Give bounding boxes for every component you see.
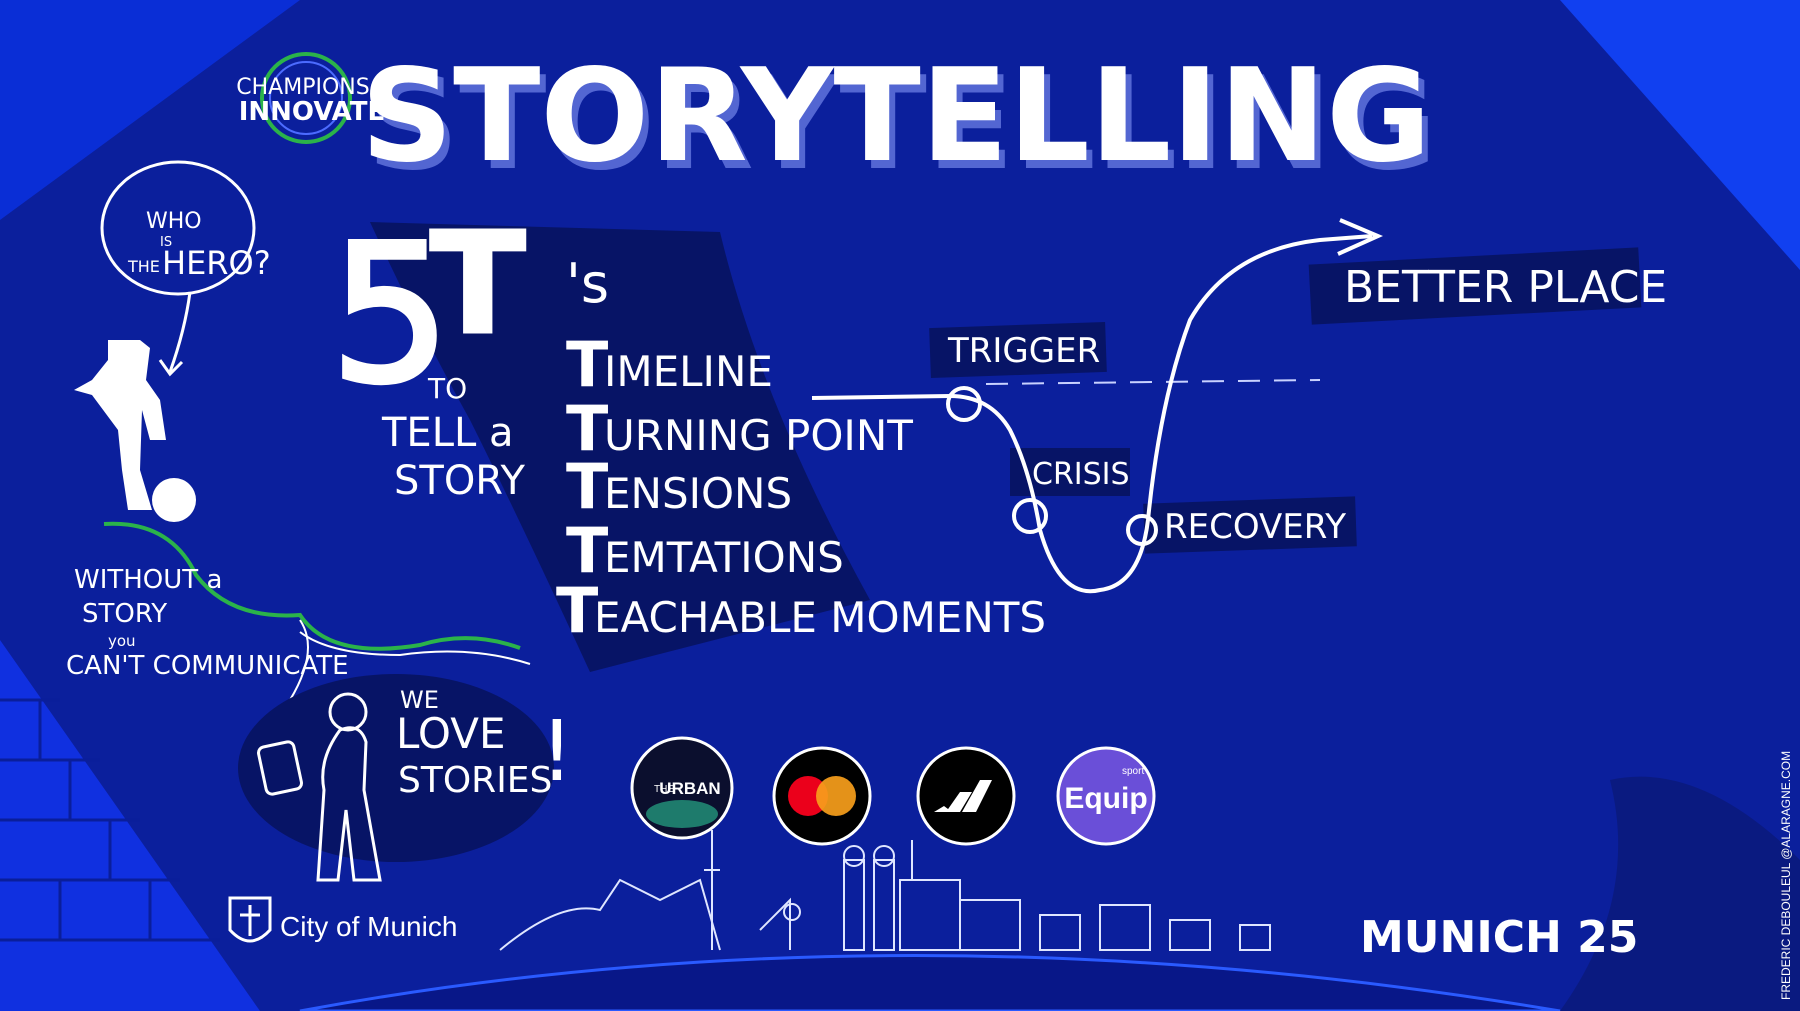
list-item-timeline: T IMELINE — [566, 328, 773, 401]
recovery-node — [1126, 514, 1158, 546]
item-initial: T — [556, 574, 598, 647]
love-line-3: STORIES — [398, 760, 552, 801]
corner-shape-top-right — [1560, 0, 1800, 270]
big-t: T — [430, 203, 526, 366]
bubble-the: THE — [127, 257, 160, 276]
equip-label: Equip — [1064, 782, 1147, 815]
item-initial: T — [566, 328, 608, 401]
item-label: EMTATIONS — [604, 533, 844, 582]
trigger-label-bg — [929, 321, 1107, 379]
munich-25-logo: MUNICH 25 — [1360, 912, 1638, 963]
munich-skyline — [499, 830, 1271, 951]
bubble-who: WHO — [146, 209, 202, 234]
t-suffix: 's — [566, 252, 609, 315]
item-label: EACHABLE MOMENTS — [594, 593, 1046, 642]
tell-to: TO — [427, 372, 467, 405]
city-of-munich-logo: City of Munich — [228, 896, 457, 943]
story-arc: TRIGGER CRISIS RECOVERY BETTER PLACE — [811, 218, 1667, 594]
badge-line-2: INNOVATE — [239, 97, 386, 127]
item-initial: T — [566, 514, 608, 587]
big-5: 5 — [330, 204, 451, 425]
page-title: STORYTELLING — [361, 42, 1431, 191]
love-line-1: WE — [400, 686, 439, 714]
list-item-teachable-moments: T EACHABLE MOMENTS — [556, 574, 1046, 647]
without-story-note: WITHOUT a STORY you CAN'T COMMUNICATE — [66, 565, 349, 681]
sponsor-urban: THE URBAN — [630, 736, 734, 840]
without-line-3: you — [108, 632, 136, 650]
list-item-turning-point: T URNING POINT — [566, 392, 913, 465]
champions-innovate-logo: CHAMPIONS INNOVATE — [236, 52, 386, 144]
brick-wall-shape — [0, 640, 260, 1011]
recovery-label-bg — [1143, 496, 1357, 554]
better-place-label-bg — [1308, 247, 1642, 325]
tell-a: TELL a — [381, 410, 514, 456]
brick-lines — [0, 698, 220, 942]
hero-question-mark: ? — [106, 383, 126, 423]
crisis-node — [1012, 498, 1048, 534]
urban-pre: THE — [654, 784, 674, 795]
hero-figure: ? — [74, 340, 196, 522]
sponsor-mastercard — [772, 746, 872, 846]
bubble-is: IS — [160, 235, 172, 250]
item-label: URNING POINT — [604, 411, 913, 460]
baseline-dashed — [985, 379, 1321, 385]
tell-story: STORY — [394, 458, 526, 504]
trigger-node — [946, 386, 982, 422]
better-place-label: BETTER PLACE — [1344, 262, 1667, 313]
city-of-munich-text: City of Munich — [280, 911, 457, 942]
wave-shape-right — [1560, 776, 1800, 1011]
love-line-2: LOVE — [396, 709, 506, 758]
arc-line — [811, 234, 1373, 594]
without-line-1: WITHOUT a — [74, 565, 222, 595]
list-item-tensions: T ENSIONS — [566, 450, 792, 523]
list-item-temtations: T EMTATIONS — [566, 514, 844, 587]
munich-crest-icon — [228, 896, 272, 943]
five-t-panel — [370, 222, 870, 672]
item-initial: T — [566, 392, 608, 465]
arc-arrowhead — [1337, 218, 1384, 256]
bubble-hero: HERO? — [162, 244, 271, 282]
item-initial: T — [566, 450, 608, 523]
without-line-4: CAN'T COMMUNICATE — [66, 651, 349, 681]
urban-label: URBAN — [659, 779, 720, 798]
badge-line-1: CHAMPIONS — [236, 75, 369, 100]
sponsor-equip: Equip sport — [1056, 746, 1156, 846]
artist-credit: FREDERIC DEBOULEUL @ALARAGNE.COM — [1779, 751, 1793, 1000]
item-label: IMELINE — [604, 347, 773, 396]
without-line-2: STORY — [82, 599, 167, 629]
crisis-label: CRISIS — [1032, 457, 1130, 492]
corner-shape-top-left — [0, 0, 300, 220]
love-exclamation: ! — [540, 702, 574, 800]
title-shadow: STORYTELLING — [367, 50, 1437, 199]
sponsor-logos: THE URBAN Equip sport — [630, 736, 1156, 846]
green-path — [103, 521, 521, 651]
trigger-label: TRIGGER — [947, 331, 1100, 371]
ground-arc — [299, 954, 1561, 1011]
sponsor-adidas — [916, 746, 1016, 846]
five-t-heading: 5 T 's TO TELL a STORY — [328, 202, 609, 505]
equip-sup: sport — [1122, 766, 1144, 777]
item-label: ENSIONS — [604, 469, 792, 518]
we-love-stories-note: WE LOVE STORIES ! — [238, 674, 574, 882]
white-path — [299, 631, 531, 665]
five-t-list: T IMELINE T URNING POINT T ENSIONS T EMT… — [556, 328, 1046, 647]
hero-speech-bubble: WHO IS THE HERO? — [100, 160, 271, 377]
recovery-label: RECOVERY — [1164, 507, 1346, 547]
